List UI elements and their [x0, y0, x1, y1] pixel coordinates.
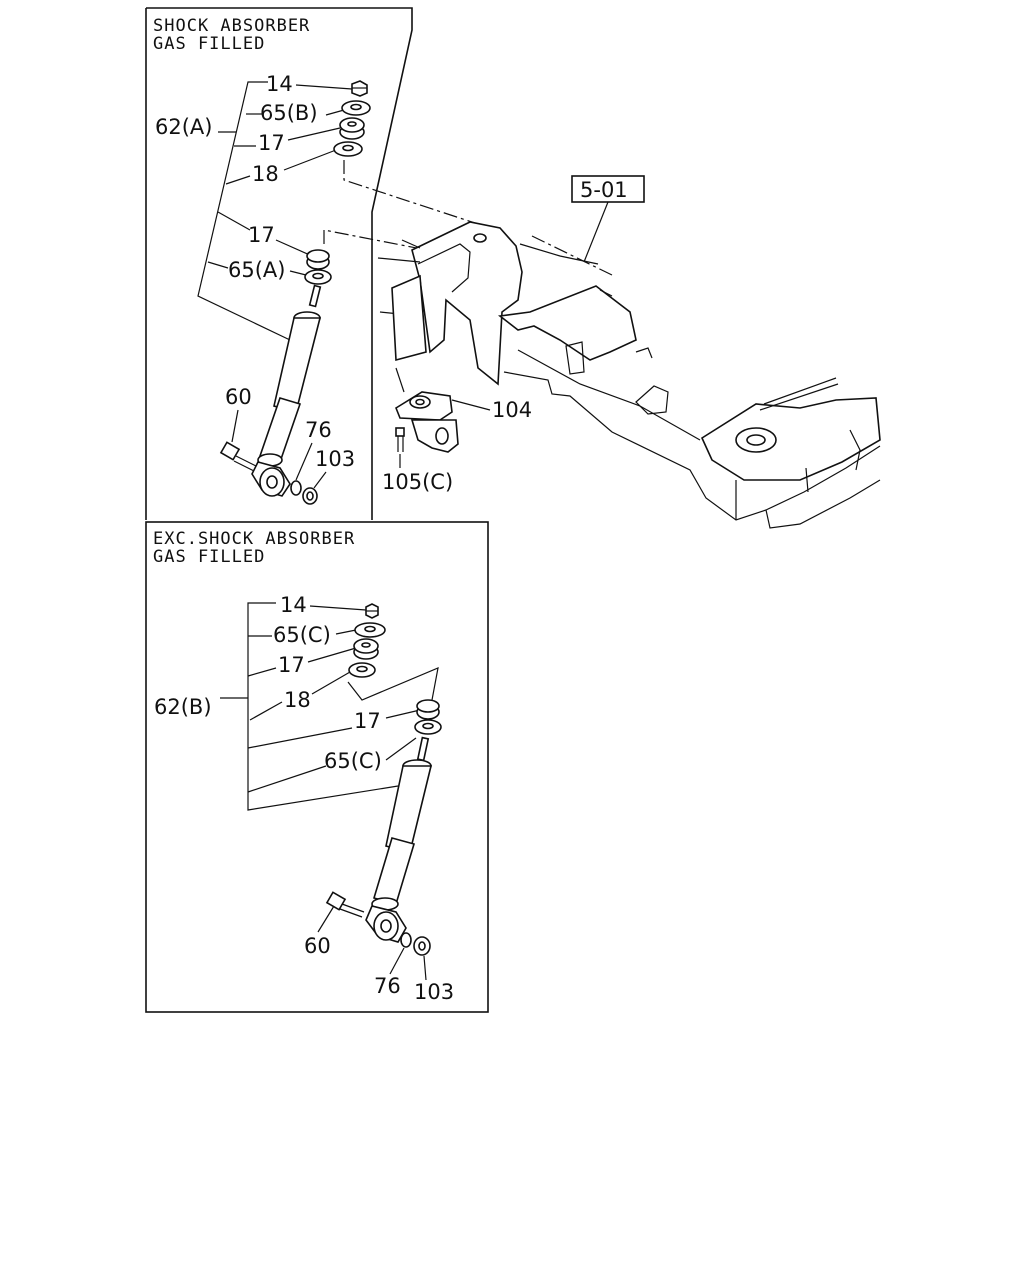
bottom-washer-65c-lower [414, 719, 442, 735]
panel-exc-gas-filled: EXC.SHOCK ABSORBER GAS FILLED 14 65(C) 1… [145, 521, 489, 1013]
label-65a: 65(A) [228, 258, 285, 282]
bottom-label-17-upper: 17 [278, 653, 305, 677]
bolt-105c [395, 427, 405, 452]
nut-14 [351, 80, 368, 97]
bottom-nut-103 [413, 936, 431, 956]
bottom-label-17-lower: 17 [354, 709, 381, 733]
label-18: 18 [252, 162, 279, 186]
bottom-bolt-60 [325, 891, 365, 918]
bottom-washer-76 [400, 932, 412, 948]
label-65b: 65(B) [260, 101, 318, 125]
bottom-bushing-17-upper [353, 638, 379, 660]
bottom-bushing-17-lower [416, 699, 440, 720]
bottom-label-62b: 62(B) [154, 695, 212, 719]
label-103: 103 [315, 447, 355, 471]
bushing-17-lower [306, 249, 330, 270]
bottom-label-65c-upper: 65(C) [273, 623, 331, 647]
ref-box-label: 5-01 [580, 178, 628, 202]
bottom-label-14: 14 [280, 593, 307, 617]
shock-absorber-gas [251, 284, 322, 497]
bolt-60 [219, 441, 257, 472]
label-62a: 62(A) [155, 115, 212, 139]
label-60: 60 [225, 385, 252, 409]
washer-65a [304, 269, 332, 285]
panel-bottom-title-line2: GAS FILLED [153, 547, 265, 567]
washer-65b [341, 100, 371, 116]
bottom-label-76: 76 [374, 974, 401, 998]
bushing-17-upper [339, 117, 365, 140]
panel-title-line2: GAS FILLED [153, 34, 265, 54]
washer-18 [333, 141, 363, 157]
panel-title-line1: SHOCK ABSORBER [153, 16, 310, 36]
label-76: 76 [305, 418, 332, 442]
vehicle-frame: 5-01 [377, 175, 881, 529]
bracket-104 [395, 367, 459, 453]
nut-103 [302, 487, 318, 505]
panel-gas-filled: SHOCK ABSORBER GAS FILLED 14 65(B) 62(A)… [145, 7, 479, 520]
label-14: 14 [266, 72, 293, 96]
bottom-label-18: 18 [284, 688, 311, 712]
bottom-label-65c-lower: 65(C) [324, 749, 382, 773]
panel-bottom-title-line1: EXC.SHOCK ABSORBER [153, 529, 355, 549]
washer-76 [290, 480, 302, 496]
bottom-label-60: 60 [304, 934, 331, 958]
bottom-washer-18 [348, 662, 376, 678]
label-17-lower: 17 [248, 223, 275, 247]
label-104: 104 [492, 398, 532, 422]
bottom-label-103: 103 [414, 980, 454, 1004]
label-17-upper: 17 [258, 131, 285, 155]
shock-absorber-standard [365, 736, 433, 943]
label-105c: 105(C) [382, 470, 453, 494]
bottom-washer-65c-upper [354, 622, 386, 638]
bottom-nut-14 [365, 603, 379, 619]
